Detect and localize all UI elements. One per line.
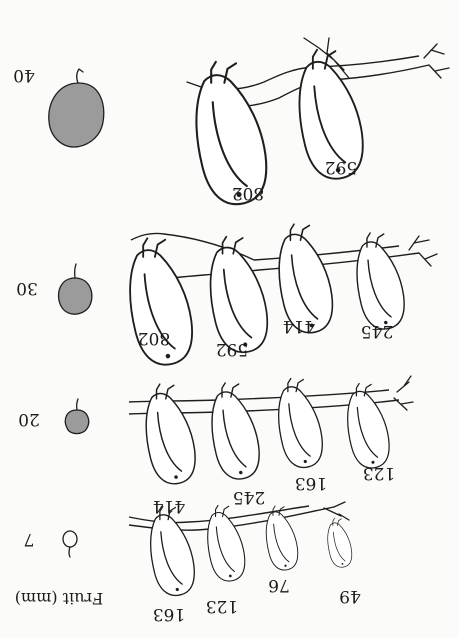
fruit-shape bbox=[59, 278, 92, 314]
bird-mass-label: 802 bbox=[232, 183, 264, 203]
bird-group bbox=[134, 375, 395, 489]
bird-body bbox=[323, 520, 356, 569]
bird-mass-label: 592 bbox=[325, 157, 357, 177]
fruit-stem bbox=[77, 69, 83, 83]
fruit-icon bbox=[63, 531, 77, 557]
bird-mass-label: 163 bbox=[295, 473, 327, 493]
bird bbox=[139, 503, 200, 600]
fruit-size-label: 30 bbox=[16, 278, 38, 298]
bird-body bbox=[260, 509, 303, 573]
bird bbox=[114, 233, 201, 371]
fruit-shape bbox=[49, 83, 104, 147]
bird bbox=[134, 380, 202, 489]
fruit-size-label: 20 bbox=[18, 409, 40, 429]
row-30mm: 30 245 414 592 802 bbox=[16, 219, 437, 370]
bird bbox=[267, 375, 328, 472]
bird bbox=[198, 502, 250, 585]
fruit-icon bbox=[65, 399, 88, 434]
bird-body bbox=[141, 510, 200, 599]
row-20mm: 20 123 163 245 414 bbox=[18, 375, 413, 516]
fruit-shape bbox=[63, 531, 77, 547]
bird bbox=[345, 229, 411, 334]
bird-mass-label: 592 bbox=[216, 339, 248, 359]
bird bbox=[200, 379, 266, 484]
bird-mass-label: 245 bbox=[361, 321, 393, 341]
fruit-size-label: 7 bbox=[24, 529, 35, 549]
bird-body bbox=[202, 387, 266, 484]
row-40mm: 40 592 802 bbox=[13, 38, 449, 211]
fruit-shape bbox=[65, 410, 88, 434]
bird-mass-label: 245 bbox=[233, 487, 265, 507]
bird-body bbox=[339, 387, 395, 472]
bird bbox=[322, 516, 356, 569]
fruit-size-label: 40 bbox=[13, 65, 35, 85]
bird-mass-label: 802 bbox=[138, 328, 170, 348]
bird-mass-label: 123 bbox=[363, 463, 395, 483]
fruit-icon bbox=[49, 69, 104, 147]
fruit-stem bbox=[77, 399, 78, 410]
bird-mass-label: 414 bbox=[283, 316, 315, 336]
axis-label: Fruit (mm) bbox=[15, 589, 104, 608]
bird-mass-label: 49 bbox=[339, 586, 361, 606]
fruit-icon bbox=[59, 264, 92, 314]
bird-mass-label: 163 bbox=[153, 604, 185, 624]
bird-body bbox=[117, 244, 201, 371]
fruit-stem bbox=[75, 264, 76, 278]
bird-body bbox=[136, 388, 202, 488]
bird-mass-label: 123 bbox=[206, 596, 238, 616]
bird-mass-label: 76 bbox=[268, 575, 290, 595]
fruit-stem bbox=[69, 547, 70, 557]
rotated-figure: Fruit (mm) 7 49 76 123 163 bbox=[13, 38, 449, 624]
bird-mass-label: 414 bbox=[153, 496, 185, 516]
bird bbox=[196, 231, 275, 357]
